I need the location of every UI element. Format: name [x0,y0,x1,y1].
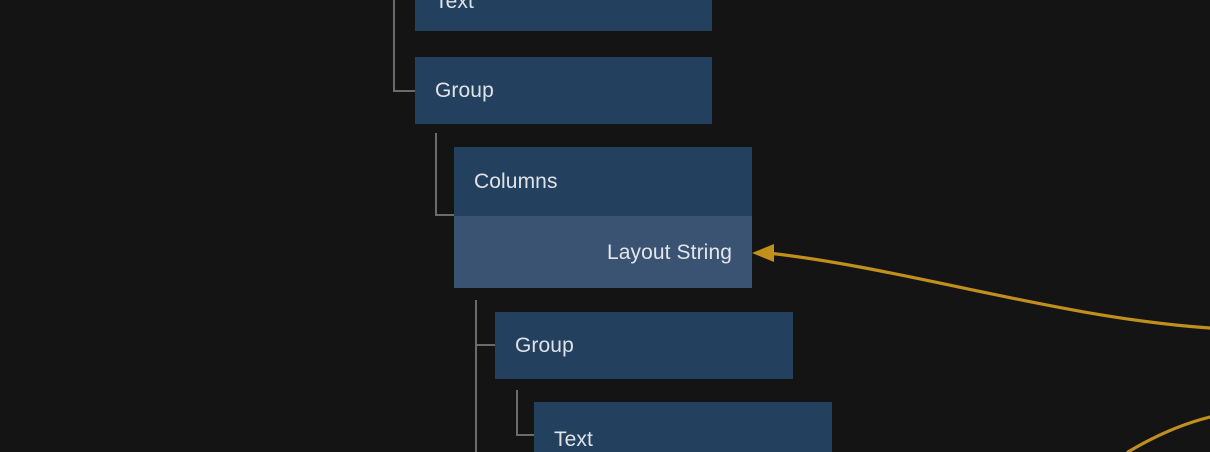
node-label: Text [435,0,474,13]
node-label: Group [515,334,574,357]
connector-group-2-stub [475,344,495,346]
connector-spine-lower [475,300,477,452]
prop-layout-string[interactable]: Layout String [454,216,752,288]
node-label: Text [554,427,593,451]
node-group-2[interactable]: Group [495,312,793,379]
prop-label: Layout String [606,240,732,264]
node-columns[interactable]: Columns [454,147,752,216]
connector-columns-stub [435,214,455,216]
connector-text-stub [516,434,534,436]
arrow-lower-right-path [1126,415,1210,452]
node-text-bottom[interactable]: Text [534,402,832,452]
connector-group-1 [393,0,395,92]
node-label: Columns [474,170,558,193]
connector-text-bottom [516,390,518,436]
node-group-1[interactable]: Group [415,57,712,124]
arrow-to-layout-string-head [752,244,774,262]
connector-columns [435,133,437,216]
node-label: Group [435,79,494,102]
connector-group-1-stub [393,90,415,92]
node-text-top[interactable]: Text [415,0,712,31]
arrow-to-layout-string-path [766,251,1210,330]
